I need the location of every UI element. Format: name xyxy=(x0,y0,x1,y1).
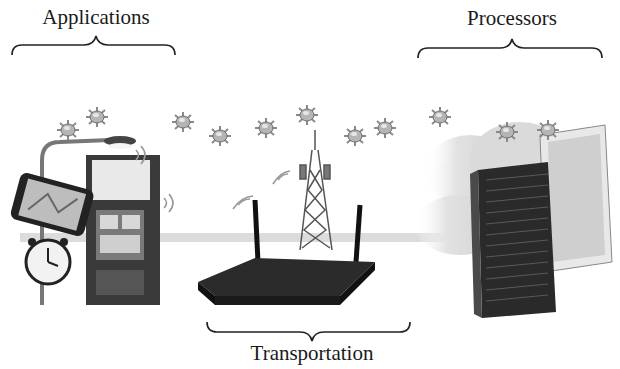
bracket xyxy=(12,36,175,55)
server-slot xyxy=(486,284,548,290)
server-slot xyxy=(486,295,548,301)
server-slot xyxy=(486,174,548,180)
router xyxy=(198,200,375,305)
group-label: Applications xyxy=(42,6,149,29)
kiosk xyxy=(86,155,160,305)
group-label: Transportation xyxy=(251,342,374,365)
server-slot xyxy=(486,251,548,257)
cell-tower xyxy=(300,130,332,250)
server-rack xyxy=(470,125,612,318)
clock xyxy=(26,238,70,284)
smartphone xyxy=(9,172,95,238)
server-slot xyxy=(486,207,548,213)
bracket xyxy=(207,322,410,341)
bracket xyxy=(418,39,602,58)
bug-icons xyxy=(57,105,559,146)
server-slot xyxy=(486,229,548,235)
wifi-signal xyxy=(136,146,290,212)
server-slot xyxy=(486,240,548,246)
server-slot xyxy=(486,185,548,191)
server-slot xyxy=(486,273,548,279)
server-slot xyxy=(486,196,548,202)
server-slot xyxy=(486,218,548,224)
server-slot xyxy=(486,262,548,268)
group-label: Processors xyxy=(467,7,557,30)
